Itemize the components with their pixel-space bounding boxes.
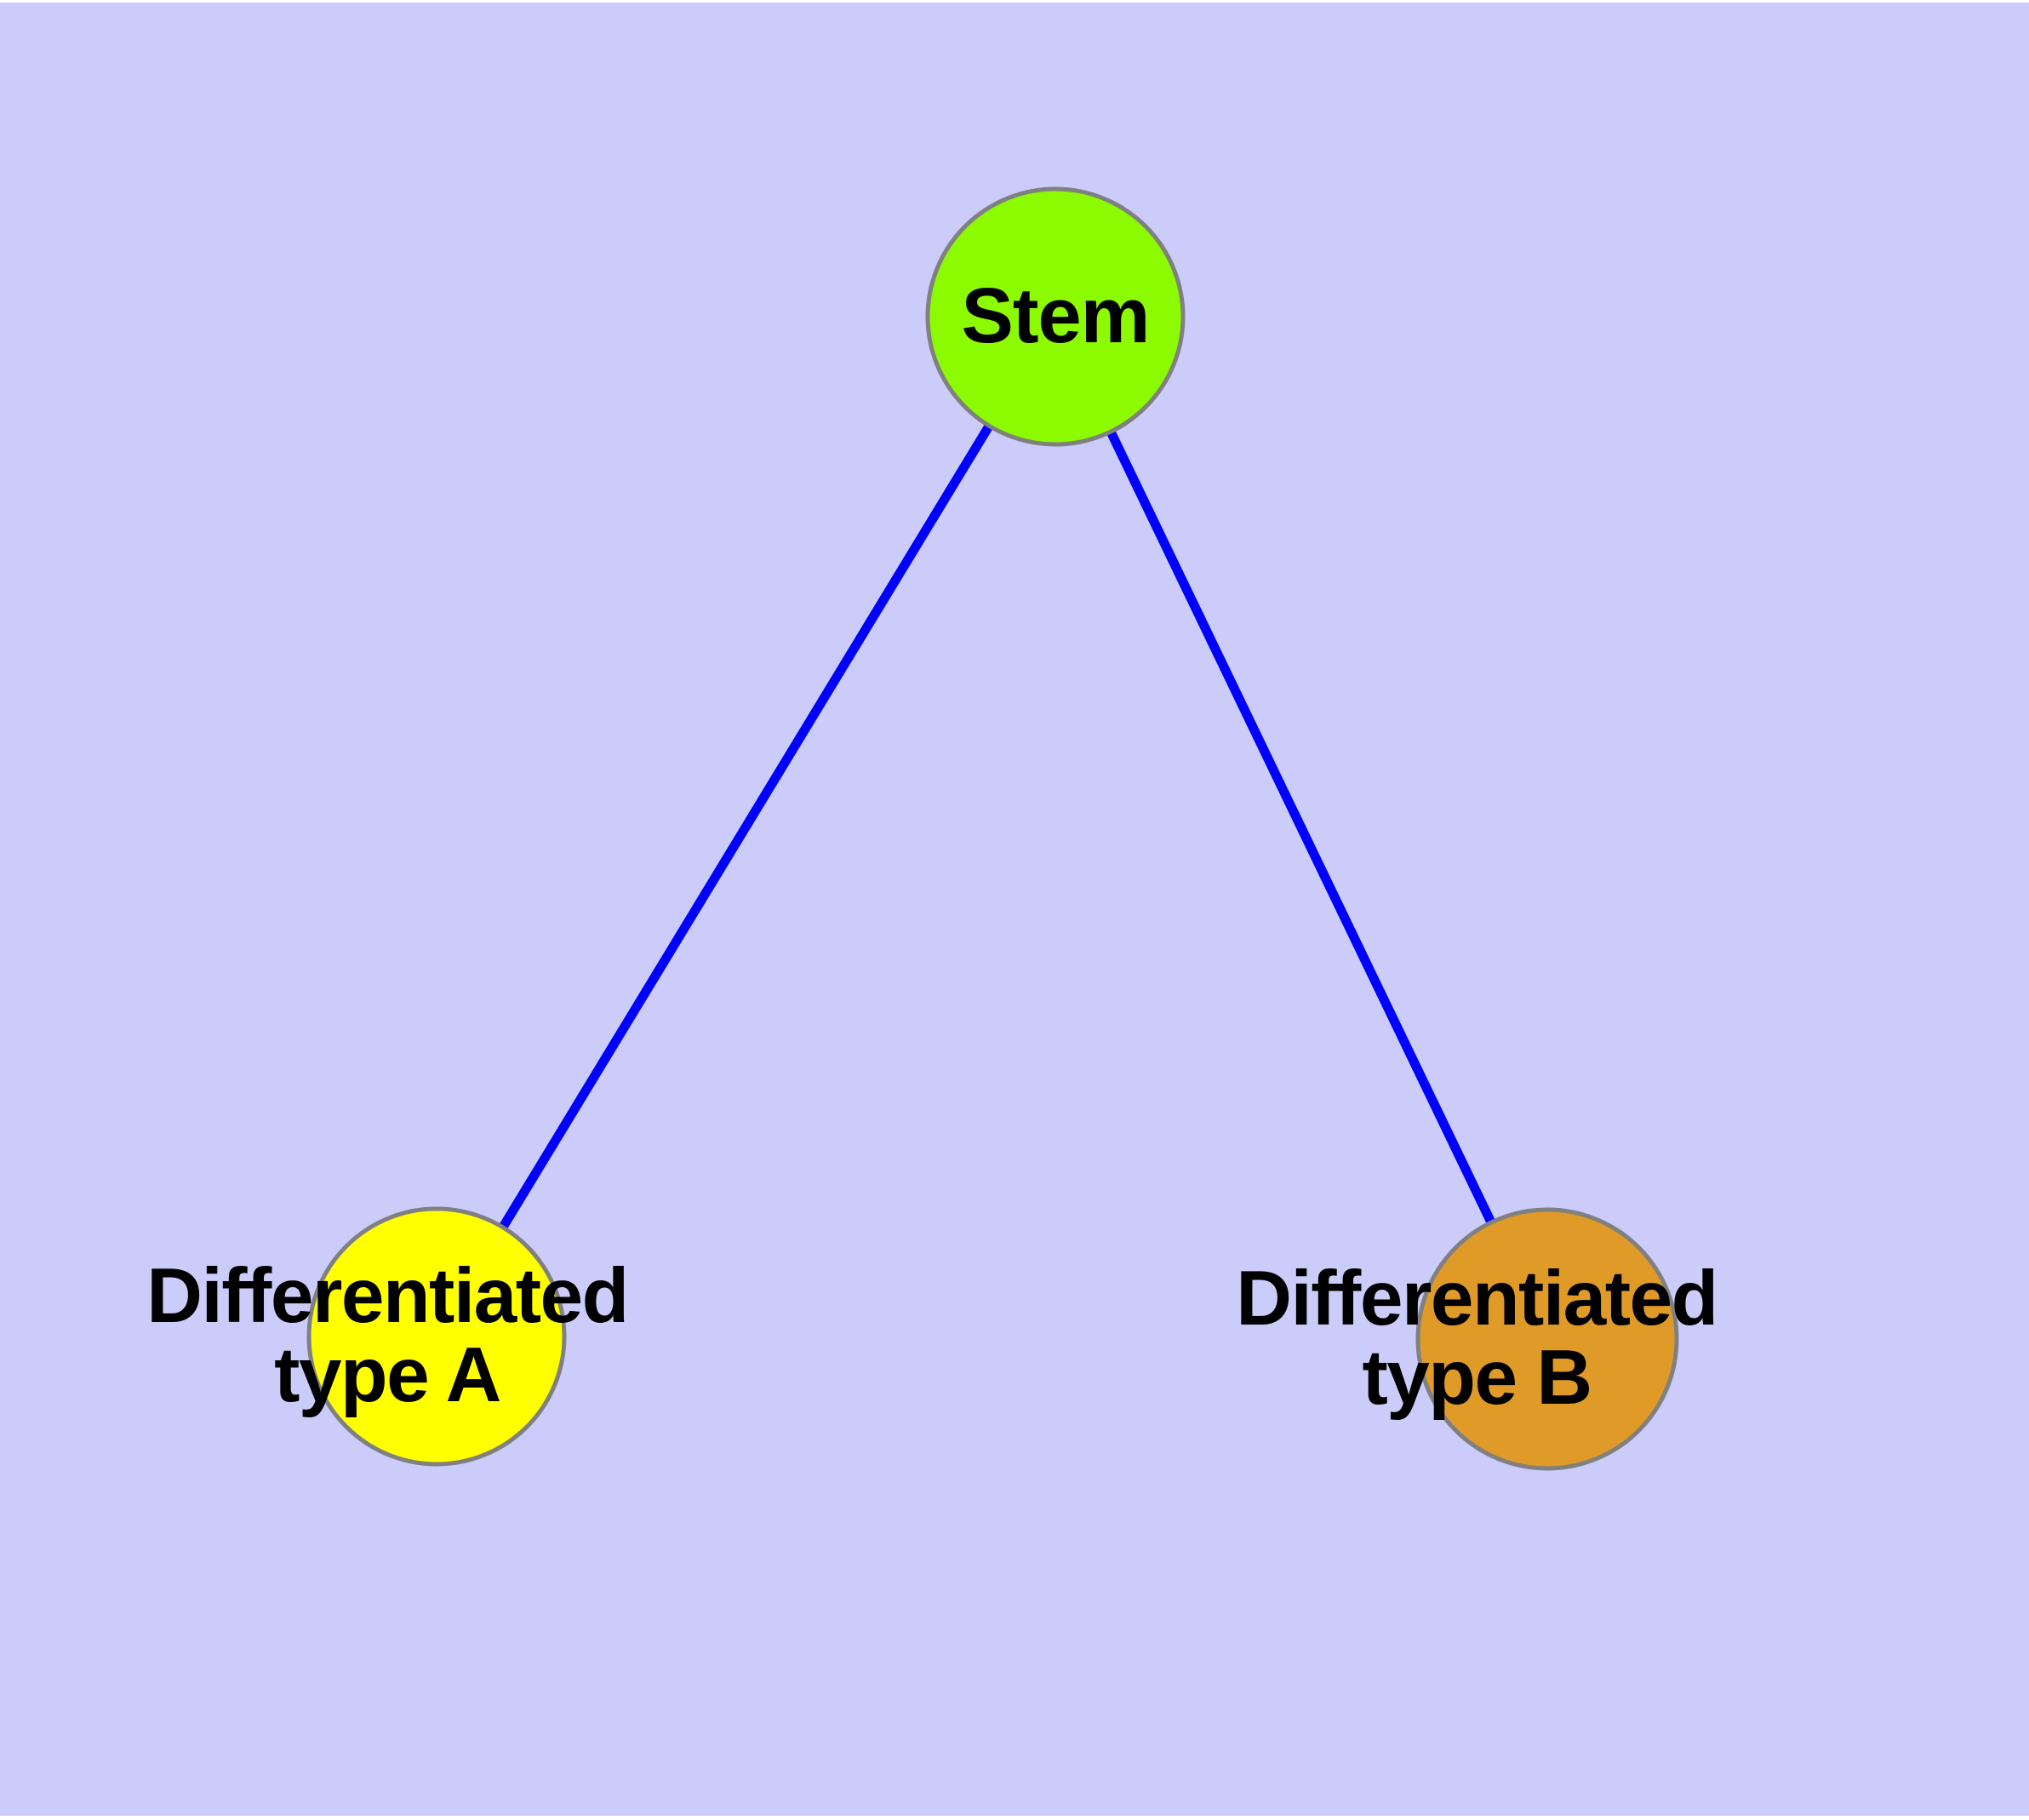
node-layer [306, 186, 1679, 1471]
edge-stem-to-differentiated-type-a[interactable] [432, 314, 1060, 1339]
node-differentiated-type-b[interactable] [1415, 1207, 1679, 1471]
edge-stem-to-differentiated-type-b[interactable] [1051, 314, 1552, 1342]
edge-layer [432, 314, 1552, 1342]
node-differentiated-type-a[interactable] [306, 1206, 567, 1467]
node-stem[interactable] [925, 186, 1186, 447]
